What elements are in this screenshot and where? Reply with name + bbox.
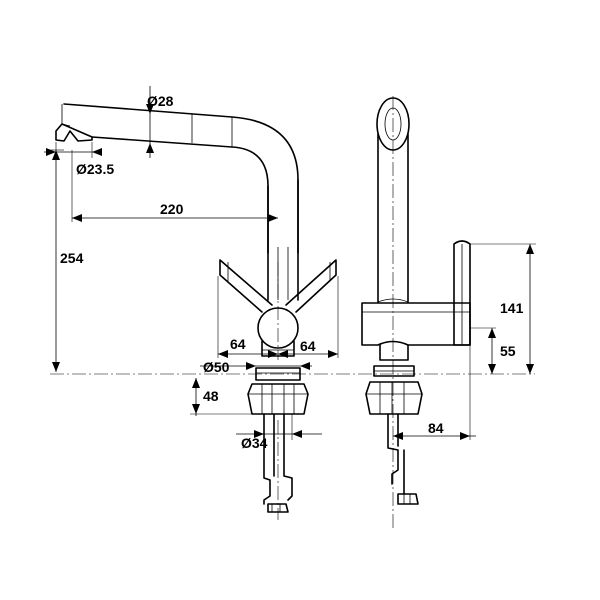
front-supply-hoses xyxy=(263,413,293,505)
dim-reach: 220 xyxy=(160,201,184,217)
dim-shank-diameter: Ø34 xyxy=(241,435,268,451)
dim-lever-height: 141 xyxy=(500,300,524,316)
side-view xyxy=(361,96,471,530)
side-supply-hoses xyxy=(387,413,405,495)
dim-height: 254 xyxy=(60,250,84,266)
dim-body-height: 55 xyxy=(500,343,516,359)
dim-lever-left: 64 xyxy=(230,336,246,352)
front-mounting-nut xyxy=(247,383,309,415)
dim-aerator-diameter: Ø23.5 xyxy=(76,161,114,177)
front-left-lever xyxy=(219,259,273,313)
side-base xyxy=(373,365,415,377)
front-view xyxy=(55,103,337,520)
dim-side-offset: 84 xyxy=(428,420,444,436)
front-base xyxy=(255,367,301,381)
front-spout xyxy=(63,103,299,254)
front-aerator xyxy=(55,123,93,142)
dim-lever-right: 64 xyxy=(300,338,316,354)
front-right-lever xyxy=(285,259,337,313)
side-mounting-nut xyxy=(365,381,423,415)
side-spout-stem xyxy=(377,133,409,303)
dim-shank-length: 48 xyxy=(203,388,219,404)
side-body xyxy=(361,302,471,346)
dimension-lines xyxy=(44,86,536,440)
dim-spout-diameter: Ø28 xyxy=(147,93,174,109)
dim-base-diameter: Ø50 xyxy=(203,359,230,375)
